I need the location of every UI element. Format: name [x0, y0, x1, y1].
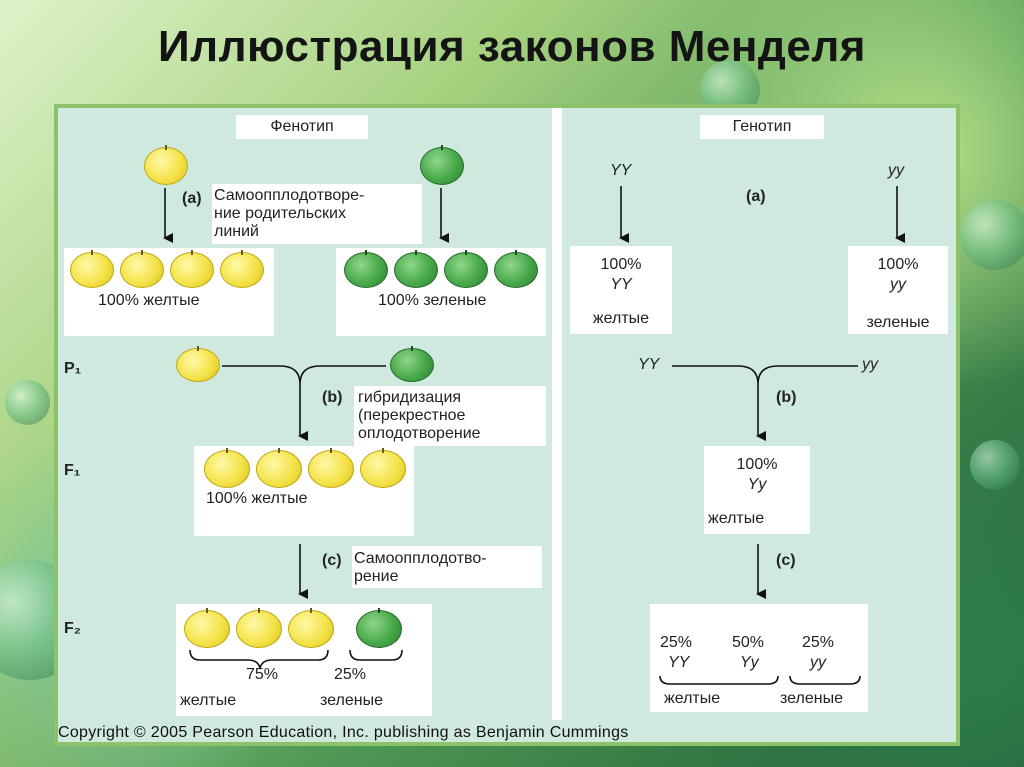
genotype-step-c-label: (c) [776, 552, 796, 569]
genotype-recessive-box [848, 246, 948, 334]
genotype-dominant-percent: 100% [600, 256, 642, 273]
background-sphere [960, 200, 1024, 270]
yellow-pea-p1 [176, 348, 220, 382]
step-a-label: (a) [182, 190, 202, 207]
genotype-parent-dominant: YY [610, 162, 632, 179]
self-pollination-f1-box [352, 546, 542, 588]
green-line-result: 100% зеленые [378, 292, 487, 309]
yellow-pea-f1 [308, 450, 354, 488]
genotype-step-b-label: (b) [776, 389, 797, 406]
genotype-dominant-geno: YY [610, 276, 632, 293]
f1-generation-label: F₁ [64, 462, 81, 479]
phenotype-header-box [236, 115, 368, 139]
yellow-pea-f2 [236, 610, 282, 648]
genotype-header-box [700, 115, 824, 139]
genotype-f2-percent-3: 25% [802, 634, 835, 651]
step-c-label: (c) [322, 552, 342, 569]
p1-generation-label: P₁ [64, 360, 82, 377]
genotype-f2-geno-1: YY [668, 654, 690, 671]
genotype-f1-box [704, 446, 810, 534]
self-pollination-f1-line-1: Самоопплодотво- [354, 550, 487, 567]
green-pea-p1 [390, 348, 434, 382]
yellow-pea-f1 [204, 450, 250, 488]
yellow-pea [220, 252, 264, 288]
phenotype-header: Фенотип [270, 118, 334, 135]
self-pollination-parent-line-3: линий [214, 223, 259, 240]
hybridization-line-1: гибридизация [358, 389, 462, 406]
yellow-pea-parent [144, 147, 188, 185]
genotype-f2-percent-1: 25% [660, 634, 693, 651]
genotype-f2-geno-2: Yy [740, 654, 759, 671]
green-pea [494, 252, 538, 288]
cross-dominant: YY [638, 356, 660, 373]
copyright-notice: Copyright © 2005 Pearson Education, Inc.… [58, 724, 629, 741]
f2-generation-label: F₂ [64, 620, 81, 637]
genotype-f1-percent: 100% [736, 456, 778, 473]
yellow-pea [120, 252, 164, 288]
green-pea [344, 252, 388, 288]
genotype-step-a-label: (a) [746, 188, 766, 205]
yellow-pea-f2 [184, 610, 230, 648]
green-pea-f2 [356, 610, 402, 648]
hybridization-line-2: (перекрестное [358, 407, 466, 424]
genotype-f2-percent-2: 50% [732, 634, 765, 651]
f2-yellow-percent: 75% [246, 666, 279, 683]
genotype-header: Генотип [732, 118, 792, 135]
genotype-recessive-percent: 100% [877, 256, 919, 273]
hybridization-box [354, 386, 546, 446]
hybridization-line-3: оплодотворение [358, 425, 481, 442]
genotype-dominant-box [570, 246, 672, 334]
genotype-f2-box [650, 604, 868, 712]
slide-title: Иллюстрация законов Менделя [158, 22, 866, 71]
yellow-pea-f2 [288, 610, 334, 648]
green-pea [394, 252, 438, 288]
self-pollination-parent-box [212, 184, 422, 244]
genotype-f1-label: желтые [708, 510, 765, 527]
genotype-recessive-geno: yy [890, 276, 906, 293]
yellow-pea-f1 [360, 450, 406, 488]
f2-green-percent: 25% [334, 666, 367, 683]
genotype-f2-green-label: зеленые [780, 690, 843, 707]
f2-yellow-label: желтые [180, 692, 237, 709]
green-pea [444, 252, 488, 288]
step-b-label: (b) [322, 389, 343, 406]
background-sphere [5, 380, 50, 425]
f2-green-label: зеленые [320, 692, 383, 709]
genotype-f1-geno: Yy [747, 476, 767, 493]
genotype-parent-recessive: yy [888, 162, 904, 179]
cross-recessive: yy [862, 356, 878, 373]
yellow-pea [170, 252, 214, 288]
genotype-recessive-label: зеленые [866, 314, 930, 331]
yellow-pea [70, 252, 114, 288]
background-sphere [970, 440, 1020, 490]
yellow-line-result: 100% желтые [98, 292, 200, 309]
genotype-f2-geno-3: yy [810, 654, 826, 671]
self-pollination-parent-line-2: ние родительских [214, 205, 346, 222]
panel-divider [552, 108, 562, 720]
self-pollination-f1-line-2: рение [354, 568, 399, 585]
genotype-f2-yellow-label: желтые [664, 690, 721, 707]
green-pea-parent [420, 147, 464, 185]
f1-phenotype-result: 100% желтые [206, 490, 308, 507]
yellow-pea-f1 [256, 450, 302, 488]
genotype-dominant-label: желтые [592, 310, 650, 327]
self-pollination-parent-line-1: Самоопплодотворе- [214, 187, 365, 204]
